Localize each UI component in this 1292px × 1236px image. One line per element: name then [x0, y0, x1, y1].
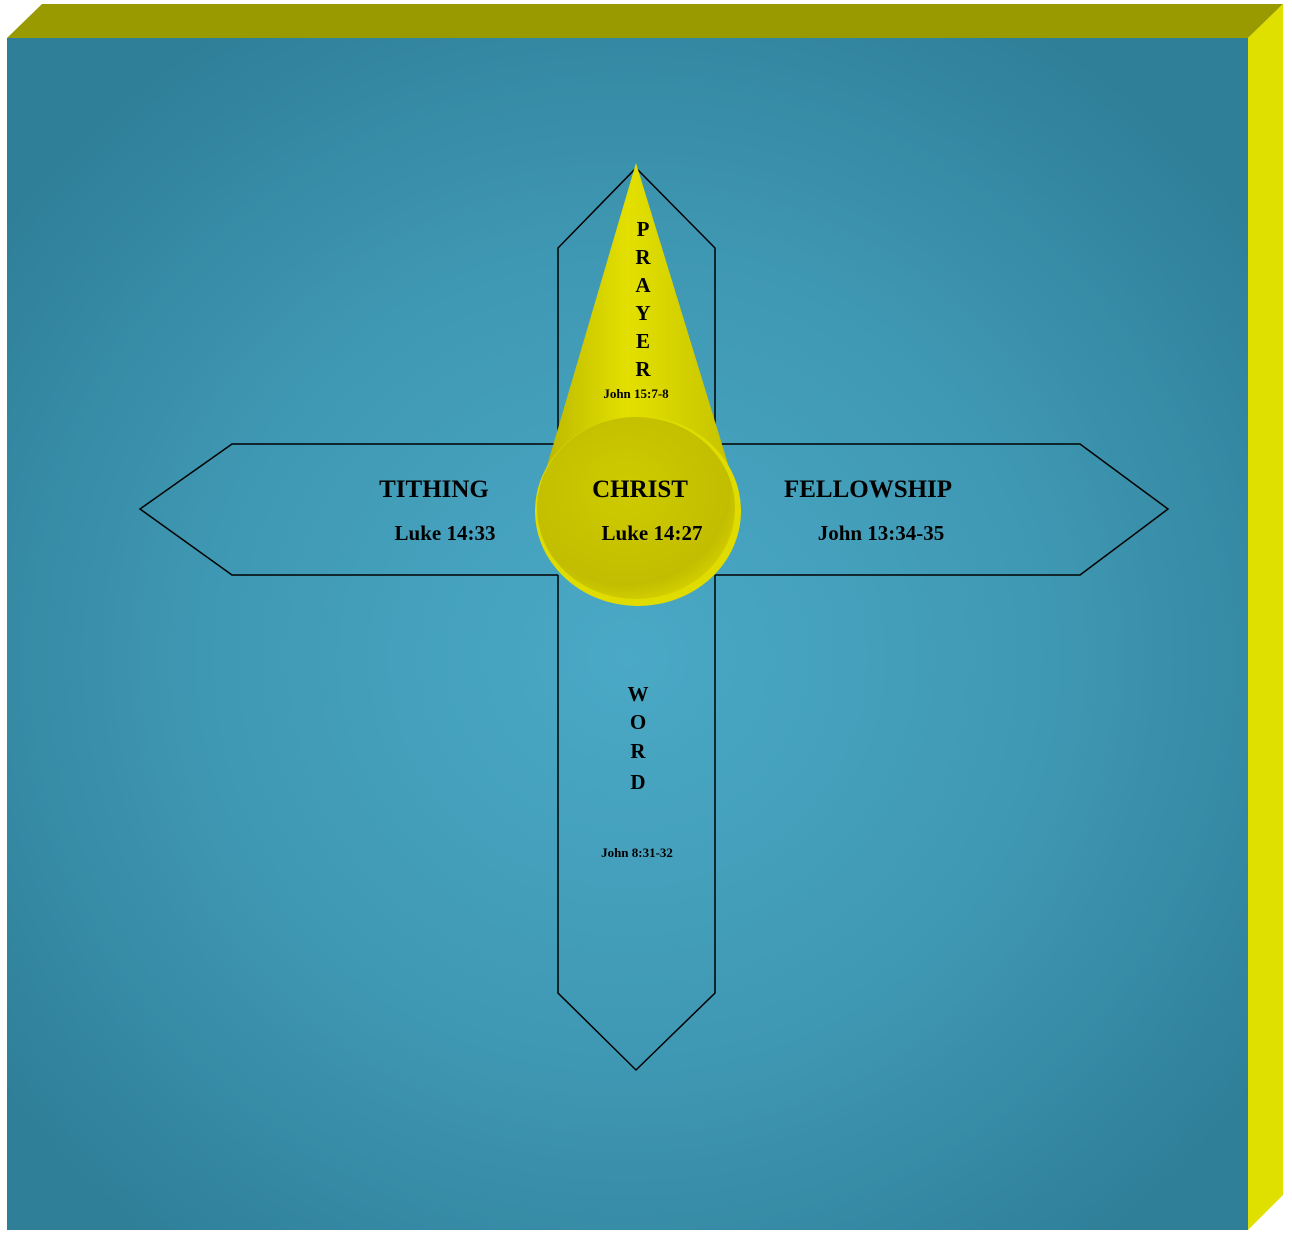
bottom-letter: D — [630, 770, 645, 794]
top-letter: Y — [635, 301, 650, 325]
bottom-arm-outline — [557, 575, 716, 1072]
bottom-arm-letters: W O R D — [628, 682, 649, 794]
left-arm-outline — [138, 443, 558, 576]
bottom-letter: W — [628, 682, 649, 706]
bottom-verse: John 8:31-32 — [601, 845, 673, 860]
top-letter: E — [636, 329, 650, 353]
right-arm-outline — [715, 443, 1170, 576]
bottom-letter: R — [630, 739, 646, 763]
top-letter: A — [635, 273, 651, 297]
prayer-cone — [537, 163, 739, 500]
right-verse: John 13:34-35 — [818, 521, 945, 545]
bottom-letter: O — [630, 710, 646, 734]
top-verse: John 15:7-8 — [603, 386, 669, 401]
right-title: FELLOWSHIP — [784, 476, 952, 503]
top-letter: R — [635, 245, 651, 269]
top-bevel — [7, 4, 1283, 38]
top-arm-letters: P R A Y E R — [635, 217, 651, 381]
center-title: CHRIST — [592, 476, 688, 503]
right-bevel — [1248, 4, 1283, 1230]
left-verse: Luke 14:33 — [395, 521, 496, 545]
christ-disc — [537, 417, 735, 599]
center-verse: Luke 14:27 — [602, 521, 703, 545]
cross-outline — [138, 166, 1170, 1072]
left-title: TITHING — [379, 476, 489, 503]
top-letter: P — [637, 217, 650, 241]
top-letter: R — [635, 357, 651, 381]
